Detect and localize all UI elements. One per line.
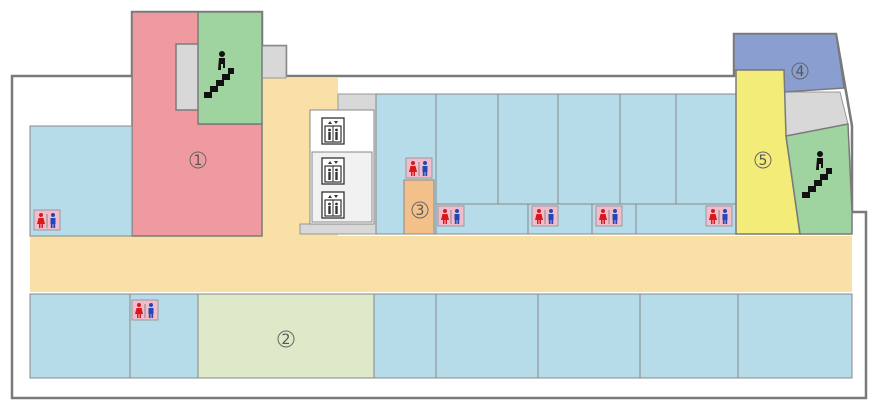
restroom-icon: [437, 205, 465, 227]
restroom-icon: [405, 157, 433, 179]
area-3[interactable]: [403, 179, 435, 235]
elevator-icon: [321, 157, 345, 185]
elevator-icon: [321, 117, 345, 145]
restroom-icon: [131, 299, 159, 321]
area-3-marker: [411, 201, 429, 219]
shop-north[interactable]: [557, 93, 621, 205]
area-4-marker: [791, 62, 809, 80]
shop-south[interactable]: [435, 293, 539, 379]
area-5-label: 5: [759, 153, 768, 169]
restroom-icon: [33, 209, 61, 231]
area-1-marker: [189, 151, 207, 169]
area-4-label: 4: [796, 64, 805, 80]
area-3-label: 3: [416, 203, 425, 219]
area-2[interactable]: [197, 293, 375, 379]
restroom-icon: [705, 205, 733, 227]
shop-north[interactable]: [497, 93, 559, 205]
area-1-label: 1: [194, 153, 203, 169]
shop-north[interactable]: [435, 93, 499, 205]
escalator-area-east[interactable]: [785, 123, 853, 235]
main-corridor: [30, 236, 852, 292]
area-2-label: 2: [282, 332, 291, 348]
shop-north[interactable]: [675, 93, 737, 205]
shop-north[interactable]: [619, 93, 677, 205]
service-area-top: [175, 43, 201, 111]
shop-south[interactable]: [537, 293, 641, 379]
shop-south[interactable]: [737, 293, 853, 379]
shop-south[interactable]: [373, 293, 437, 379]
shop-south[interactable]: [29, 293, 131, 379]
area-2-marker: [277, 330, 295, 348]
shop-south[interactable]: [639, 293, 739, 379]
area-5-marker: [754, 151, 772, 169]
restroom-icon: [531, 205, 559, 227]
elevator-icon: [321, 191, 345, 219]
restroom-icon: [595, 205, 623, 227]
